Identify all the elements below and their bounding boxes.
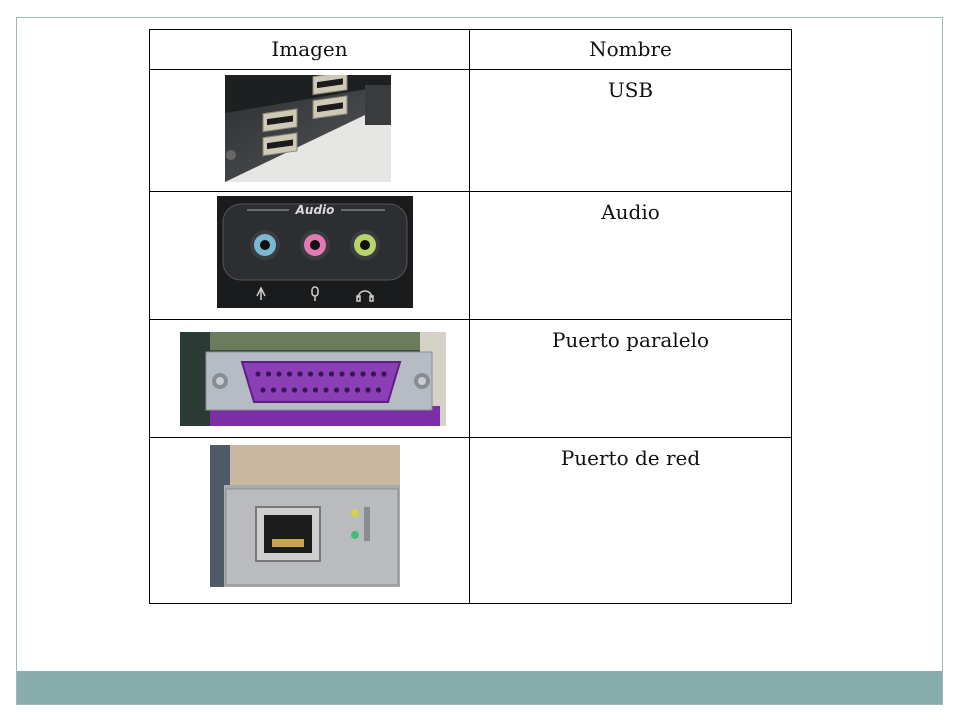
- parallel-port-photo: [180, 332, 446, 426]
- table-row: Puerto de red: [149, 437, 792, 604]
- header-name: Nombre: [469, 29, 792, 70]
- audio-panel-label: Audio: [295, 203, 335, 217]
- audio-ports-photo: Audio: [217, 196, 413, 308]
- name-cell: Audio: [469, 191, 792, 320]
- name-cell: Puerto de red: [469, 437, 792, 604]
- table-row: USB: [149, 69, 792, 192]
- image-cell: [149, 319, 470, 438]
- port-name-audio: Audio: [601, 200, 660, 224]
- image-cell: [149, 69, 470, 192]
- port-name-usb: USB: [607, 78, 654, 102]
- table-row: Audio: [149, 191, 792, 320]
- table-header-row: Imagen Nombre: [149, 29, 792, 70]
- port-name-network: Puerto de red: [560, 446, 701, 470]
- port-name-parallel: Puerto paralelo: [551, 328, 710, 352]
- header-image: Imagen: [149, 29, 470, 70]
- footer-bar: [17, 671, 942, 704]
- image-cell: [149, 437, 470, 604]
- ports-table: Imagen Nombre: [149, 29, 792, 604]
- image-cell: Audio: [149, 191, 470, 320]
- network-port-photo: [210, 445, 400, 587]
- name-cell: Puerto paralelo: [469, 319, 792, 438]
- usb-ports-photo: [225, 75, 391, 182]
- name-cell: USB: [469, 69, 792, 192]
- table-row: Puerto paralelo: [149, 319, 792, 438]
